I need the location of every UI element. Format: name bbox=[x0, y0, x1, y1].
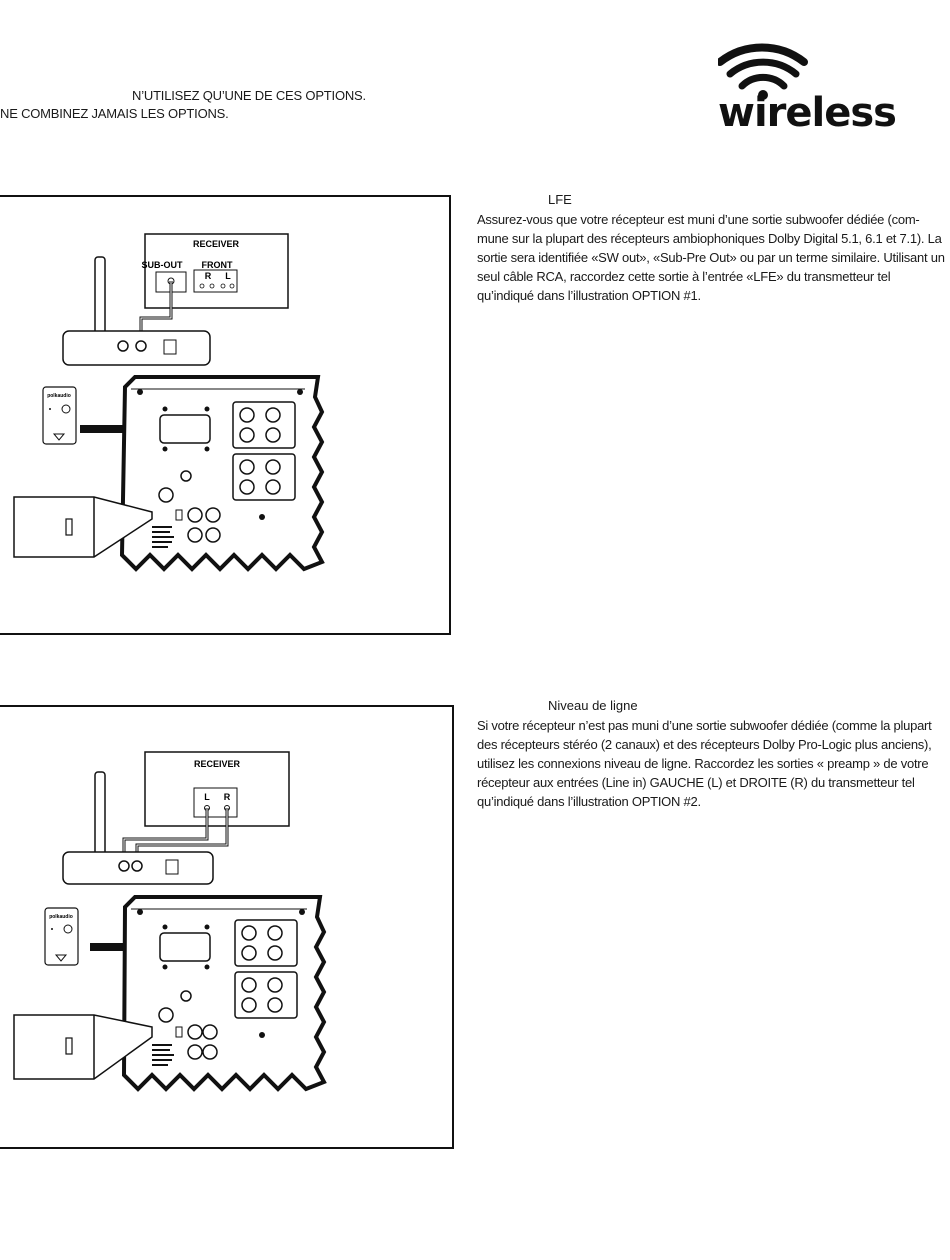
option2-title: Niveau de ligne bbox=[548, 698, 638, 713]
wireless-logo: wireless bbox=[716, 40, 898, 136]
logo-text: wireless bbox=[718, 90, 897, 136]
remote-brand: polkaudio bbox=[49, 914, 73, 920]
switch-icon bbox=[65, 1037, 73, 1055]
warning-line-2: NE COMBINEZ JAMAIS LES OPTIONS. bbox=[0, 106, 229, 121]
front-jack-box bbox=[193, 269, 238, 293]
option2-diagram-panel: RECEIVER L R polkaudio bbox=[0, 705, 454, 1149]
receiver-label: RECEIVER bbox=[194, 759, 241, 769]
sub-out-label: SUB-OUT bbox=[142, 260, 183, 270]
option1-title: LFE bbox=[548, 192, 572, 207]
remote-brand: polkaudio bbox=[47, 393, 71, 399]
option2-description: Si votre récepteur n’est pas muni d’une … bbox=[477, 718, 932, 809]
switch-icon bbox=[65, 518, 73, 536]
remote bbox=[44, 907, 79, 966]
line-r-label: R bbox=[224, 792, 231, 802]
warning-line-1: N’UTILISEZ QU’UNE DE CES OPTIONS. bbox=[132, 88, 366, 103]
line-l-label: L bbox=[204, 792, 210, 802]
front-l-label: L bbox=[225, 271, 231, 281]
receiver-label: RECEIVER bbox=[193, 239, 240, 249]
option2-connection-diagram: RECEIVER L R polkaudio bbox=[13, 751, 327, 1092]
front-r-label: R bbox=[205, 271, 212, 281]
remote bbox=[42, 386, 77, 445]
option1-diagram-panel: RECEIVER SUB-OUT FRONT R L polkaudio bbox=[0, 195, 451, 635]
option1-description: Assurez-vous que votre récepteur est mun… bbox=[477, 212, 945, 303]
front-label: FRONT bbox=[202, 260, 233, 270]
wifi-signal-icon bbox=[716, 43, 808, 100]
line-out-box bbox=[193, 787, 238, 818]
option1-connection-diagram: RECEIVER SUB-OUT FRONT R L polkaudio bbox=[13, 233, 325, 572]
